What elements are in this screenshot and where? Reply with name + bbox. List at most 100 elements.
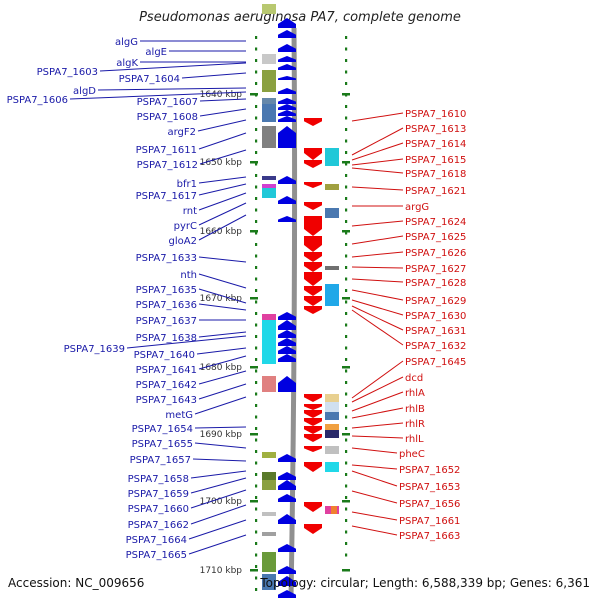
left-label-leader bbox=[199, 108, 247, 117]
minor-tick-left bbox=[255, 404, 258, 407]
minor-tick-right bbox=[345, 128, 348, 131]
minor-tick-left bbox=[255, 450, 258, 453]
cog-block bbox=[262, 4, 276, 14]
accession-label: Accession: NC_009656 bbox=[8, 576, 145, 590]
left-gene-label: PSPA7_1608 bbox=[137, 112, 198, 123]
minor-tick-left bbox=[255, 197, 258, 200]
left-label-leader bbox=[194, 396, 247, 415]
left-label-leader bbox=[192, 458, 247, 462]
left-label-leader bbox=[126, 335, 247, 349]
minor-tick-left bbox=[255, 346, 258, 350]
right-gene-label: pheC bbox=[399, 449, 425, 460]
right-gene-label: PSPA7_1613 bbox=[405, 124, 466, 135]
cog-block bbox=[262, 54, 276, 64]
minor-tick-left bbox=[255, 162, 258, 166]
minor-tick-right bbox=[345, 427, 348, 430]
reverse-gene-arrow bbox=[304, 306, 322, 314]
reverse-gene-arrow bbox=[304, 286, 322, 296]
cog-block bbox=[262, 70, 276, 92]
left-label-leader bbox=[198, 273, 247, 289]
left-gene-label: pyrC bbox=[174, 221, 197, 232]
left-gene-label: nth bbox=[180, 270, 197, 281]
left-label-leader bbox=[69, 91, 247, 100]
minor-tick-left bbox=[255, 438, 258, 442]
left-label-leader bbox=[198, 288, 247, 304]
forward-gene-arrow bbox=[278, 110, 296, 116]
major-tick bbox=[250, 161, 258, 164]
right-gene-label: PSPA7_1653 bbox=[399, 482, 460, 493]
forward-gene-arrow bbox=[278, 76, 296, 80]
reverse-gene-arrow bbox=[304, 252, 322, 262]
right-gene-label: PSPA7_1630 bbox=[405, 311, 466, 322]
minor-tick-right bbox=[345, 461, 348, 465]
left-gene-label: PSPA7_1636 bbox=[136, 300, 197, 311]
minor-tick-left bbox=[255, 70, 258, 74]
left-label-leader bbox=[188, 534, 247, 555]
reverse-gene-arrow bbox=[304, 462, 322, 472]
left-gene-label: PSPA7_1606 bbox=[7, 95, 68, 106]
reverse-gene-arrow bbox=[304, 148, 322, 160]
left-gene-label: PSPA7_1662 bbox=[128, 520, 189, 531]
minor-tick-right bbox=[345, 369, 348, 373]
reverse-gene-arrow bbox=[304, 404, 322, 410]
minor-tick-left bbox=[255, 358, 258, 361]
minor-tick-right bbox=[345, 197, 348, 200]
cog-block bbox=[325, 148, 339, 166]
left-gene-label: PSPA7_1611 bbox=[136, 145, 197, 156]
minor-tick-left bbox=[255, 312, 258, 315]
minor-tick-right bbox=[345, 36, 348, 39]
minor-tick-right bbox=[345, 174, 348, 177]
right-gene-label: PSPA7_1610 bbox=[405, 109, 466, 120]
minor-tick-right bbox=[345, 496, 348, 499]
right-label-leader bbox=[351, 407, 404, 419]
major-tick bbox=[342, 297, 350, 300]
left-label-leader bbox=[198, 303, 247, 311]
cog-block bbox=[262, 184, 276, 188]
minor-tick-left bbox=[255, 266, 258, 269]
cog-block bbox=[325, 430, 339, 438]
minor-tick-left bbox=[255, 151, 258, 154]
left-gene-label: bfr1 bbox=[177, 179, 197, 190]
cog-block bbox=[262, 126, 276, 148]
right-gene-label: PSPA7_1628 bbox=[405, 278, 466, 289]
minor-tick-left bbox=[255, 565, 258, 568]
left-gene-label: PSPA7_1664 bbox=[126, 535, 187, 546]
reverse-gene-arrow bbox=[304, 394, 322, 402]
right-label-leader bbox=[351, 447, 398, 454]
right-label-leader bbox=[351, 299, 404, 316]
minor-tick-left bbox=[255, 243, 258, 246]
minor-tick-right bbox=[345, 312, 348, 315]
left-gene-label: PSPA7_1635 bbox=[136, 285, 197, 296]
major-tick bbox=[342, 366, 350, 369]
right-label-leader bbox=[351, 391, 404, 412]
right-label-leader bbox=[351, 186, 404, 191]
minor-tick-left bbox=[255, 185, 258, 189]
reverse-gene-arrow bbox=[304, 236, 322, 252]
minor-tick-left bbox=[255, 381, 258, 384]
minor-tick-left bbox=[255, 588, 258, 591]
reverse-gene-arrow bbox=[304, 434, 322, 442]
left-label-leader bbox=[190, 504, 247, 525]
minor-tick-right bbox=[345, 300, 348, 304]
cog-block bbox=[262, 188, 276, 198]
minor-tick-left bbox=[255, 496, 258, 499]
reverse-gene-arrow bbox=[304, 410, 322, 418]
left-gene-label: algG bbox=[115, 37, 138, 48]
left-label-leader bbox=[196, 347, 247, 355]
minor-tick-right bbox=[345, 530, 348, 534]
cog-block bbox=[325, 412, 339, 420]
forward-gene-arrow bbox=[278, 544, 296, 552]
right-label-leader bbox=[351, 470, 398, 487]
left-label-leader bbox=[99, 62, 247, 72]
cog-block bbox=[262, 104, 276, 122]
cog-block bbox=[325, 402, 339, 412]
forward-gene-arrow bbox=[278, 320, 296, 330]
minor-tick-right bbox=[345, 392, 348, 396]
left-gene-label: argF2 bbox=[167, 127, 196, 138]
minor-tick-left bbox=[255, 415, 258, 419]
left-label-leader bbox=[190, 489, 247, 509]
forward-gene-arrow bbox=[278, 354, 296, 362]
right-gene-label: PSPA7_1645 bbox=[405, 357, 466, 368]
right-label-leader bbox=[351, 278, 404, 283]
forward-gene-arrow bbox=[278, 376, 296, 392]
